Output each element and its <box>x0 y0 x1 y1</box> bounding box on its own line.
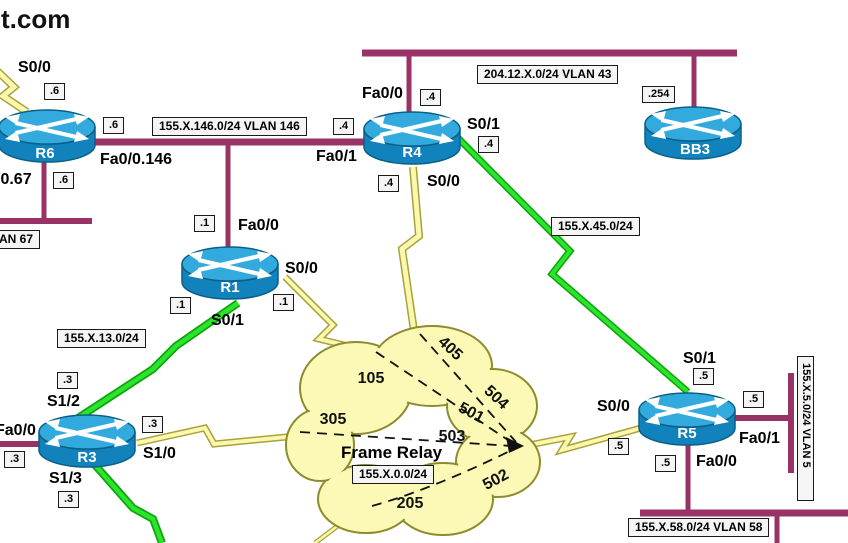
label-r5-fa01: Fa0/1 <box>739 430 780 447</box>
watermark-text: t.com <box>1 4 71 34</box>
octet-r1-s01: .1 <box>170 297 192 314</box>
link-r1-cloud-bolt <box>282 274 374 356</box>
label-r5-fa00: Fa0/0 <box>696 453 737 470</box>
frame-relay-cloud: 105 405 504 501 503 305 502 205 <box>285 325 541 536</box>
link-r6-s00-bolt <box>0 68 30 116</box>
label-r1-fa00: Fa0/0 <box>238 217 279 234</box>
subnet-13: 155.X.13.0/24 <box>57 329 146 348</box>
label-r1-s00: S0/0 <box>285 260 318 277</box>
octet-r4-s00: .4 <box>378 175 400 192</box>
octet-r4-fa01: .4 <box>333 118 355 135</box>
router-label-r3: R3 <box>77 449 96 466</box>
pvc-arrowhead <box>506 437 524 453</box>
pvc-r4-r5 <box>419 333 517 443</box>
octet-r4-s01: .4 <box>478 136 500 153</box>
green-serial-links <box>75 135 691 543</box>
octet-r6-s00: .6 <box>44 83 66 100</box>
label-r5-s00: S0/0 <box>597 398 630 415</box>
octet-r5-fa01: .5 <box>743 391 765 408</box>
link-r4-cloud-bolt <box>397 166 424 332</box>
router-labels: R6 R1 R3 R4 R5 BB3 <box>35 141 710 466</box>
label-r5-s01: S0/1 <box>683 350 716 367</box>
pvc-r3-r5 <box>299 431 513 447</box>
dlci-503: 503 <box>439 428 466 445</box>
subnet-45: 155.X.45.0/24 <box>551 217 640 236</box>
link-r1-r3-bolt <box>75 299 241 422</box>
label-r4-s00: S0/0 <box>427 173 460 190</box>
router-label-bb3: BB3 <box>680 141 710 158</box>
label-r4-fa01: Fa0/1 <box>316 148 357 165</box>
octet-r3-fa00: .3 <box>4 451 26 468</box>
label-r6-fa0067: /0.67 <box>0 171 32 188</box>
octet-r5-s00: .5 <box>608 438 630 455</box>
label-r3-fa00: Fa0/0 <box>0 422 36 439</box>
label-r4-fa00: Fa0/0 <box>362 85 403 102</box>
label-r1-s01: S0/1 <box>211 312 244 329</box>
octet-r1-fa00: .1 <box>194 215 216 232</box>
subnet-vlan43: 204.12.X.0/24 VLAN 43 <box>477 65 619 84</box>
octet-bb3: .254 <box>642 86 676 103</box>
label-r3-s12: S1/2 <box>47 393 80 410</box>
subnet-vlan67-partial: AN 67 <box>0 230 41 249</box>
label-r6-fa00146: Fa0/0.146 <box>100 151 173 168</box>
dlci-205: 205 <box>397 495 424 512</box>
router-label-r6: R6 <box>35 145 54 162</box>
pvc-lines <box>299 333 517 507</box>
lan-segments <box>0 49 848 543</box>
octet-r5-s01: .5 <box>693 368 715 385</box>
subnet-frame-relay: 155.X.0.0/24 <box>352 465 435 484</box>
link-r3-s13-bolt <box>92 462 166 543</box>
label-r4-s01: S0/1 <box>467 116 500 133</box>
pvc-r1-r5 <box>375 351 515 445</box>
frame-relay-title: Frame Relay <box>341 443 443 462</box>
link-cloud-r5-bolt <box>523 424 642 456</box>
octet-r3-s13: .3 <box>58 491 80 508</box>
octet-r3-s10: .3 <box>142 416 164 433</box>
label-r6-s00: S0/0 <box>18 59 51 76</box>
router-label-r1: R1 <box>220 279 239 296</box>
link-r4-r5-bolt <box>455 135 691 395</box>
octet-r1-s00: .1 <box>273 294 295 311</box>
link-r3-cloud-bolt <box>136 424 308 448</box>
subnet-vlan146: 155.X.146.0/24 VLAN 146 <box>152 117 307 136</box>
octet-r5-fa00: .5 <box>655 455 677 472</box>
dlci-305: 305 <box>320 411 347 428</box>
dlci-105: 105 <box>358 370 385 387</box>
router-label-r4: R4 <box>402 144 422 161</box>
octet-r6-fa146: .6 <box>103 117 125 134</box>
label-r3-s10: S1/0 <box>143 445 176 462</box>
subnet-vlan5: 155.X.5.0/24 VLAN 5 <box>797 356 814 501</box>
octet-r6-fa67: .6 <box>53 172 75 189</box>
octet-r3-s12: .3 <box>57 372 79 389</box>
octet-r4-fa00: .4 <box>420 89 442 106</box>
router-label-r5: R5 <box>677 425 696 442</box>
label-r3-s13: S1/3 <box>49 470 82 487</box>
subnet-vlan58: 155.X.58.0/24 VLAN 58 <box>628 518 770 537</box>
